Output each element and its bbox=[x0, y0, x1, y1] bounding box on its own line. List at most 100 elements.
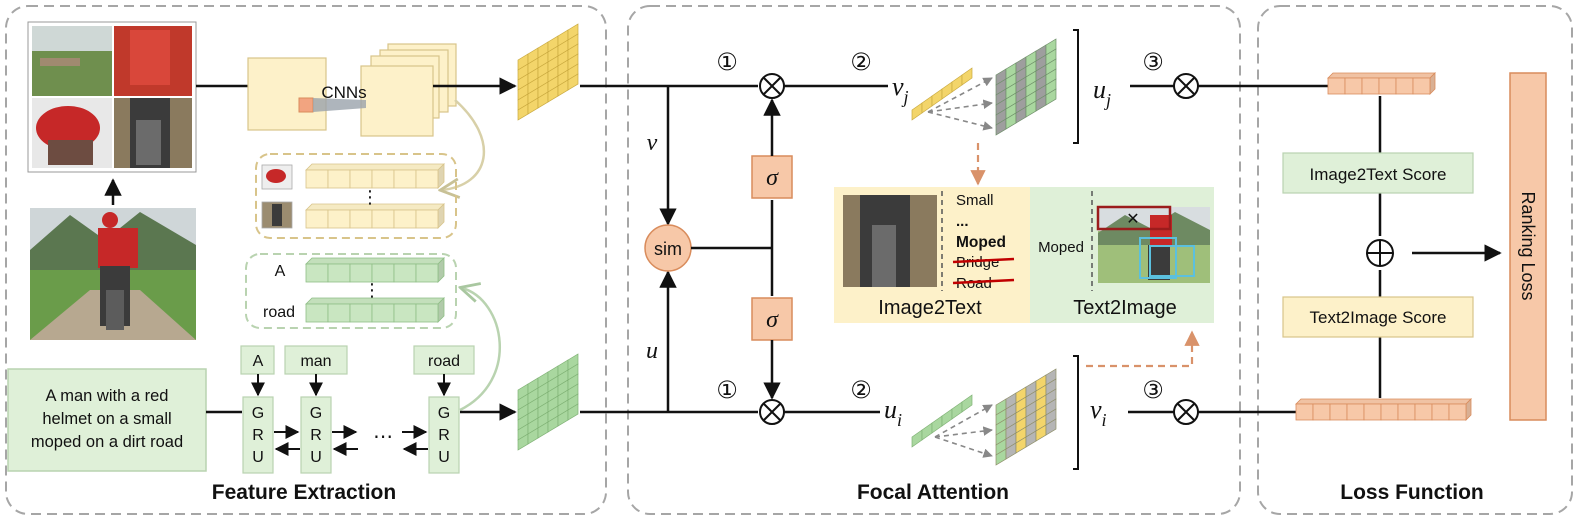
dashed-arrow-from-vi bbox=[1086, 330, 1200, 368]
svg-text:R: R bbox=[310, 427, 322, 444]
svg-text:A: A bbox=[253, 353, 264, 370]
svg-text:man: man bbox=[300, 353, 331, 370]
grid-cell bbox=[1045, 418, 1057, 436]
oplus-node bbox=[1366, 239, 1394, 267]
feature-extraction-title: Feature Extraction bbox=[212, 481, 396, 504]
sigma-box-bottom: σ bbox=[751, 297, 793, 341]
loss-function-title: Loss Function bbox=[1340, 481, 1484, 504]
word-label-a: A bbox=[275, 263, 286, 280]
grid-cell bbox=[941, 408, 953, 427]
svg-text:σ: σ bbox=[766, 307, 779, 333]
text2image-example: Moped ✕ Text2Image bbox=[1030, 187, 1214, 323]
word-bridge: Bridge bbox=[956, 254, 999, 271]
word-small: Small bbox=[956, 192, 994, 209]
feature-cell bbox=[1329, 403, 1348, 421]
feature-cell bbox=[305, 169, 329, 189]
region-thumb-moped bbox=[261, 201, 293, 229]
focal-attention-panel bbox=[627, 5, 1241, 515]
bracket-top bbox=[1073, 29, 1079, 144]
vi-label: vi bbox=[1090, 395, 1107, 430]
svg-text:Text2Image Score: Text2Image Score bbox=[1309, 308, 1446, 327]
cnn-block: CNNs bbox=[247, 43, 457, 137]
feature-cell bbox=[327, 169, 351, 189]
grid-cell bbox=[931, 415, 943, 434]
otimes-step3-bottom bbox=[1173, 399, 1199, 425]
svg-text:U: U bbox=[310, 449, 322, 466]
feature-cell bbox=[1312, 403, 1331, 421]
feature-cell bbox=[393, 169, 417, 189]
word-feature-bar bbox=[305, 297, 445, 323]
caption-box: A man with a red helmet on a small moped… bbox=[7, 368, 207, 472]
svg-text:Image2Text Score: Image2Text Score bbox=[1309, 165, 1446, 184]
region-feature-bar bbox=[305, 163, 445, 189]
svg-text:R: R bbox=[252, 427, 264, 444]
feature-cell bbox=[349, 209, 373, 229]
svg-text:sim: sim bbox=[654, 239, 682, 259]
grid-cell bbox=[951, 74, 963, 93]
ui-label: ui bbox=[884, 395, 902, 430]
fan-arrows-top bbox=[927, 77, 993, 131]
svg-text:road: road bbox=[428, 353, 460, 370]
feature-cell bbox=[1344, 77, 1363, 95]
feature-extraction-panel bbox=[5, 5, 607, 515]
text2image-label: Text2Image bbox=[1073, 297, 1176, 319]
grid-cell bbox=[941, 81, 953, 100]
grid-cell bbox=[951, 401, 963, 420]
text-feature-grid bbox=[517, 353, 579, 451]
feature-cell bbox=[305, 263, 329, 283]
word-vdots: ⋮ bbox=[363, 280, 381, 300]
feature-cell bbox=[327, 303, 351, 323]
step2-top: ② bbox=[850, 49, 872, 76]
feature-cell bbox=[1448, 403, 1467, 421]
word-dots: ... bbox=[956, 213, 969, 230]
step1-top: ① bbox=[716, 49, 738, 76]
feature-cell bbox=[1378, 77, 1397, 95]
grid-cell bbox=[911, 429, 923, 448]
feature-cell bbox=[1380, 403, 1399, 421]
feature-cell bbox=[327, 263, 351, 283]
attention-grid-bottom bbox=[995, 368, 1057, 466]
svg-text:G: G bbox=[310, 405, 322, 422]
image2text-label: Image2Text bbox=[878, 297, 982, 319]
source-photo bbox=[30, 208, 196, 340]
feature-cell bbox=[305, 209, 329, 229]
region-crops-image bbox=[27, 21, 197, 173]
feature-cell bbox=[1346, 403, 1365, 421]
fan-arrows-bottom bbox=[934, 404, 993, 458]
image-feature-grid bbox=[517, 23, 579, 121]
grid-cell bbox=[911, 102, 923, 121]
text2image-score-vector bbox=[1295, 398, 1472, 421]
region-thumb-helmet bbox=[261, 164, 293, 190]
feature-cell bbox=[1412, 77, 1431, 95]
attention-grid-top bbox=[995, 38, 1057, 136]
ui-vector bbox=[911, 394, 973, 448]
caption-line-1: A man with a red bbox=[46, 387, 169, 405]
focal-attention-title: Focal Attention bbox=[857, 481, 1009, 504]
feature-cell bbox=[1397, 403, 1416, 421]
feature-cell bbox=[1327, 77, 1346, 95]
word-feature-bar bbox=[305, 257, 445, 283]
otimes-step3-top bbox=[1173, 73, 1199, 99]
gru-cell-1: G R U bbox=[242, 396, 274, 474]
step3-bottom: ③ bbox=[1142, 377, 1164, 404]
grid-cell bbox=[921, 422, 933, 441]
text2image-score-box: Text2Image Score bbox=[1282, 296, 1474, 338]
feature-cell bbox=[393, 303, 417, 323]
gru-token-a: A bbox=[240, 345, 275, 375]
gru-ellipsis: ⋯ bbox=[373, 426, 393, 448]
feature-cell bbox=[371, 303, 395, 323]
feature-cell bbox=[393, 263, 417, 283]
region-features-box bbox=[255, 153, 457, 239]
svg-text:G: G bbox=[438, 405, 450, 422]
grid-cell bbox=[931, 88, 943, 107]
feature-cell bbox=[1295, 403, 1314, 421]
feature-cell bbox=[1431, 403, 1450, 421]
word-moped: Moped bbox=[956, 234, 1006, 251]
step3-top: ③ bbox=[1142, 49, 1164, 76]
feature-cell bbox=[1395, 77, 1414, 95]
vj-label: vj bbox=[892, 72, 909, 107]
moped-query-label: Moped bbox=[1038, 239, 1084, 256]
feature-cell bbox=[349, 169, 373, 189]
gru-token-road: road bbox=[413, 345, 475, 375]
